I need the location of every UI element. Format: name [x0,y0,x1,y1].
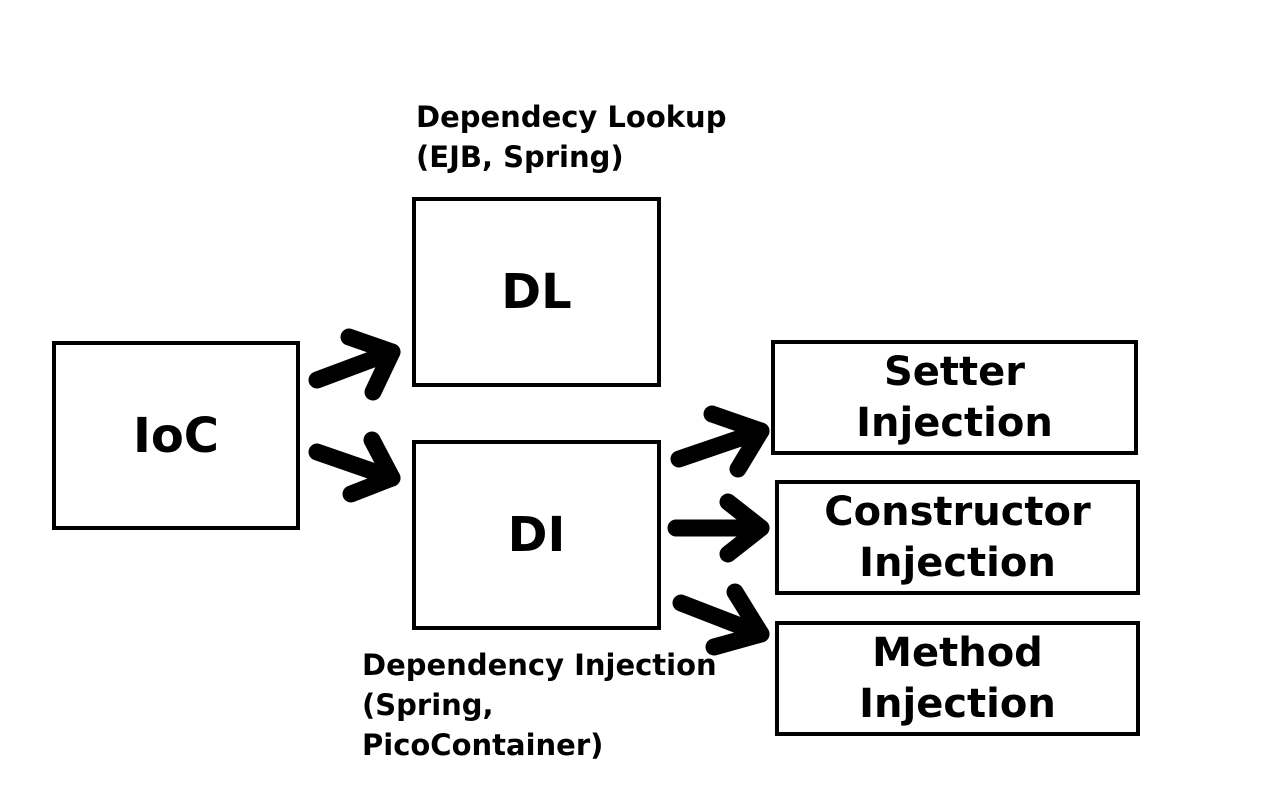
di-caption-line1: Dependency Injection [362,648,717,682]
constructor-line2: Injection [859,539,1056,586]
setter-injection-box: Setter Injection [771,340,1138,455]
arrow-di-to-constructor [667,493,770,563]
ioc-label: IoC [132,407,220,464]
setter-line1: Setter [883,348,1026,395]
dl-box: DL [412,197,661,387]
method-injection-box: Method Injection [775,621,1140,736]
dl-caption-line1: Dependecy Lookup [416,100,727,134]
di-label: DI [507,507,566,563]
arrow-di-to-setter [670,405,770,478]
di-caption: Dependency Injection (Spring, PicoContai… [362,645,717,765]
dl-caption: Dependecy Lookup (EJB, Spring) [416,97,726,177]
ioc-box: IoC [52,341,300,530]
dl-label: DL [501,264,572,320]
dl-caption-line2: (EJB, Spring) [416,140,624,174]
arrow-ioc-to-di [308,431,401,503]
method-line2: Injection [859,680,1056,727]
constructor-injection-box: Constructor Injection [775,480,1140,595]
method-line1: Method [872,629,1043,676]
di-caption-line2: (Spring, [362,688,494,722]
di-box: DI [412,440,661,630]
setter-line2: Injection [856,399,1053,446]
di-caption-line3: PicoContainer) [362,728,604,762]
constructor-line1: Constructor [824,488,1091,535]
arrow-di-to-method [672,583,770,656]
arrow-ioc-to-dl [308,328,401,401]
